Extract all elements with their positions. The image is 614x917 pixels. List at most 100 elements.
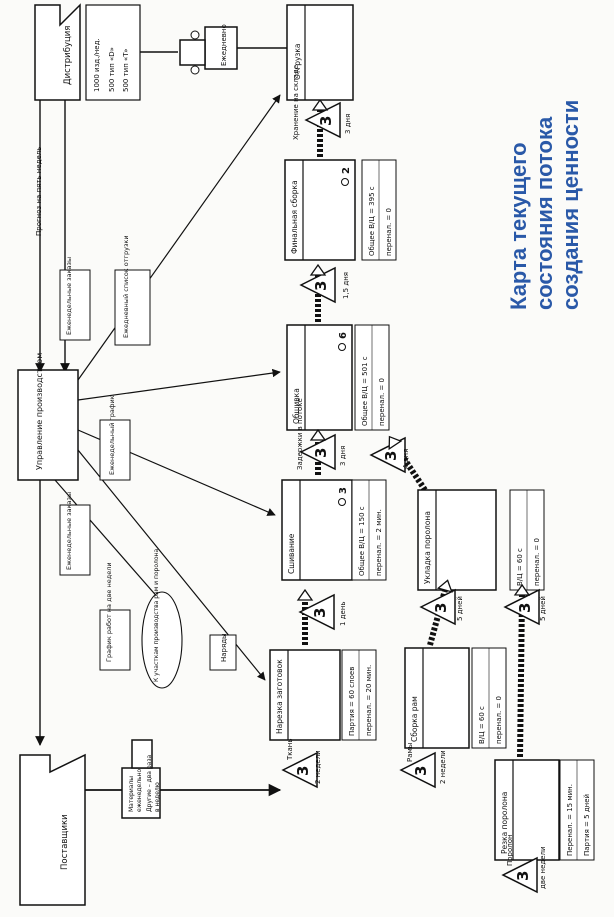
process-data-line-1-cutting: Партия = 60 слоев — [348, 667, 356, 736]
inventory-qty-frames_in: 3 — [412, 766, 430, 776]
distribution-label: Дистрибуция — [63, 26, 73, 85]
process-box-sewing — [281, 479, 353, 581]
operator-icon-final — [341, 178, 349, 186]
inventory-triangle-after_frames — [419, 588, 456, 626]
production-control-box — [17, 369, 79, 481]
inventory-time-after_upholstery: 1,5 дня — [342, 272, 350, 299]
process-name-final: Финальная сборка — [290, 180, 299, 254]
process-name-upholstery: Обшивка — [292, 388, 301, 424]
process-data-line-2-sewing: перенал. = 2 мин. — [375, 509, 383, 576]
production-control-label: Управление производством — [35, 353, 44, 470]
operator-icon-sewing — [338, 498, 346, 506]
weekly-schedule-box — [99, 419, 131, 481]
inventory-time-after_sewing: 3 дня — [339, 446, 347, 466]
inventory-triangle-after_foamcut — [503, 588, 540, 626]
schedule-to-frame-foam-line — [54, 479, 161, 601]
inventory-triangle-after_foamlay — [369, 436, 406, 474]
weekly-orders-supplier-box — [59, 504, 91, 576]
inventory-label-after_sewing: Задержки в потоке — [296, 398, 304, 470]
push-arrow-foamcut-head — [513, 583, 531, 596]
distribution-demand-line-3: 500 тип «T» — [122, 49, 130, 92]
push-arrow-upholstery-final-head — [309, 263, 327, 276]
inventory-label-foam_in: Поролон — [506, 834, 514, 866]
truck-in-body — [121, 767, 161, 819]
process-box-upholstery — [286, 324, 353, 431]
inventory-triangle-after_sewing — [299, 433, 336, 471]
process-name-foamcut: Резка поролона — [500, 792, 509, 854]
process-data-line-1-final: Общее В/Ц = 395 с — [368, 186, 376, 256]
inventory-triangle-foam_in — [501, 856, 538, 894]
weekly-orders-customer-label: Еженедельные заказы — [65, 257, 73, 335]
distribution-demand-box — [85, 4, 141, 101]
distribution-factory-icon — [34, 3, 81, 101]
process-data-line-2-final: перенал. = 0 — [385, 208, 393, 256]
truck-in-cab — [131, 739, 153, 769]
inventory-time-frames_in: 2 недели — [439, 750, 447, 784]
inventory-label-frames_in: Рамы — [406, 743, 414, 762]
two-week-plan-box — [99, 609, 131, 671]
supplier-factory-icon — [19, 753, 86, 906]
process-data-line-2-frames: перенал. = 0 — [495, 696, 503, 744]
push-arrow-frames-head — [436, 579, 453, 593]
orders-box — [209, 634, 237, 671]
schedule-to-upholstery-line — [77, 368, 281, 401]
inventory-time-fabric: 2 недели — [314, 750, 322, 784]
inventory-qty-after_upholstery: 3 — [312, 281, 330, 291]
process-box-cutting — [269, 649, 341, 741]
process-data-line-2-cutting: перенал. = 20 мин. — [365, 665, 373, 736]
inventory-triangle-fabric — [281, 751, 318, 789]
truck-in-line-2: еженедельно — [136, 768, 143, 812]
daily-shipping-box — [114, 269, 151, 346]
map-title-line-1: Карта текущего — [506, 142, 531, 310]
shipping-label: Отгрузка — [293, 43, 302, 80]
process-data-line-2-foamlay: перенал. = 0 — [533, 538, 541, 586]
process-data-line-2-foamcut: Партия = 5 дней — [583, 794, 591, 856]
inventory-time-after_frames: 5 дней — [456, 596, 464, 621]
inventory-time-foam_in: две недели — [539, 846, 547, 889]
process-box-foamcut — [494, 759, 560, 861]
truck-out-wheel-1 — [190, 30, 200, 40]
map-title-line-3: создания ценности — [558, 99, 583, 310]
process-data-line-2-upholstery: перенал. = 0 — [378, 378, 386, 426]
truck-out-body — [204, 26, 238, 70]
process-data-line-1-upholstery: Общее В/Ц = 501 с — [361, 356, 369, 426]
inventory-triangle-warehouse — [304, 101, 341, 139]
shipping-box — [286, 4, 354, 101]
forecast-label: Прогноз на пять недель — [35, 147, 43, 236]
inventory-label-warehouse: Хранение на складе — [292, 65, 300, 140]
distribution-demand-line-2: 500 тип «D» — [108, 47, 116, 92]
inventory-qty-after_foamcut: 3 — [516, 603, 534, 613]
weekly-orders-customer-box — [59, 269, 91, 341]
process-box-foamlay — [417, 489, 497, 591]
push-arrow-final-shipping-head — [311, 98, 329, 111]
inventory-time-after_foamcut: 5 дней — [539, 596, 547, 621]
inventory-time-after_foamlay: 4 дня — [402, 449, 410, 469]
inventory-qty-after_cut: 3 — [311, 608, 329, 618]
process-name-foamlay: Укладка поролона — [423, 511, 432, 584]
truck-in-line-1: Материалы — [128, 776, 135, 812]
inventory-triangle-after_cut — [298, 593, 335, 631]
inventory-time-warehouse: 3 дня — [344, 114, 352, 134]
operator-count-sewing: 3 — [338, 487, 349, 494]
inventory-qty-warehouse: 3 — [317, 116, 335, 126]
daily-shipping-label: Ежедневный список отгрузки — [122, 235, 130, 338]
truck-in-line-4: в неделю — [154, 782, 161, 812]
inventory-time-after_cut: 1 день — [339, 601, 347, 626]
process-name-cutting: Нарезка заготовок — [275, 659, 284, 734]
supplier-label: Поставщики — [60, 814, 70, 870]
schedule-to-shipping-line — [77, 94, 281, 381]
truck-out-label: Ежедневно — [220, 24, 228, 66]
truck-out-wheel-2 — [190, 65, 200, 75]
process-box-frames — [404, 647, 470, 749]
process-data-line-1-foamcut: Перенал. = 15 мин. — [566, 784, 574, 856]
inventory-qty-foam_in: 3 — [514, 871, 532, 881]
inventory-qty-after_sewing: 3 — [312, 448, 330, 458]
process-name-sewing: Сшивание — [287, 533, 296, 574]
inventory-qty-after_foamlay: 3 — [382, 451, 400, 461]
process-box-final — [284, 159, 356, 261]
operator-icon-upholstery — [338, 343, 346, 351]
process-name-frames: Сборка рам — [410, 696, 419, 742]
push-arrow-foamcut — [517, 594, 525, 758]
